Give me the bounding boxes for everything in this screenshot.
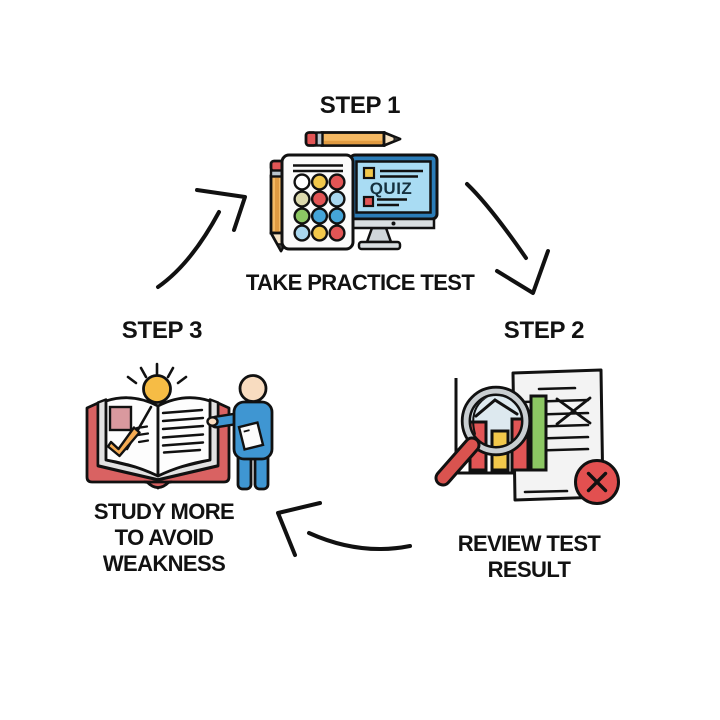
arrow-step2-to-step3-head-icon <box>276 501 322 557</box>
note-paper-icon <box>237 421 265 451</box>
page-text-lines <box>161 408 205 454</box>
step1-title: STEP 1 <box>319 92 401 119</box>
answer-sheet-icon <box>280 153 355 251</box>
sun-icon <box>126 362 188 404</box>
person-icon <box>206 374 274 491</box>
open-book-icon <box>85 396 231 490</box>
step3-caption: STUDY MORE TO AVOID WEAKNESS <box>93 499 235 576</box>
arrow-step3-to-step1-head-icon <box>195 188 247 232</box>
arrow-step2-to-step3-curve <box>307 531 412 551</box>
arrow-step1-to-step2-curve <box>465 182 528 260</box>
step3-title: STEP 3 <box>121 317 203 344</box>
step2-title: STEP 2 <box>503 317 585 344</box>
step2-review-result-icon <box>434 368 620 505</box>
checkmark-icon <box>106 426 141 458</box>
arrow-step3-to-step1-curve <box>156 210 221 289</box>
magnifier-icon <box>434 385 532 487</box>
error-cross-icon <box>574 459 620 505</box>
pencil-horizontal-icon <box>304 131 402 147</box>
answer-bubbles <box>293 173 346 242</box>
cross-out-mark <box>555 396 592 426</box>
quiz-monitor-icon: QUIZ <box>348 153 439 251</box>
quiz-screen-text: QUIZ <box>370 179 413 198</box>
step3-study-more-icon <box>85 362 274 491</box>
step1-caption: TAKE PRACTICE TEST <box>245 270 475 295</box>
trend-line <box>474 398 519 418</box>
step1-practice-test-icon: QUIZ <box>269 131 439 253</box>
person-head <box>238 374 268 403</box>
step2-caption: REVIEW TEST RESULT <box>457 531 601 582</box>
pointing-hand <box>206 416 219 427</box>
page-image-placeholder <box>108 405 133 432</box>
arrow-step1-to-step2-head-icon <box>495 249 550 295</box>
